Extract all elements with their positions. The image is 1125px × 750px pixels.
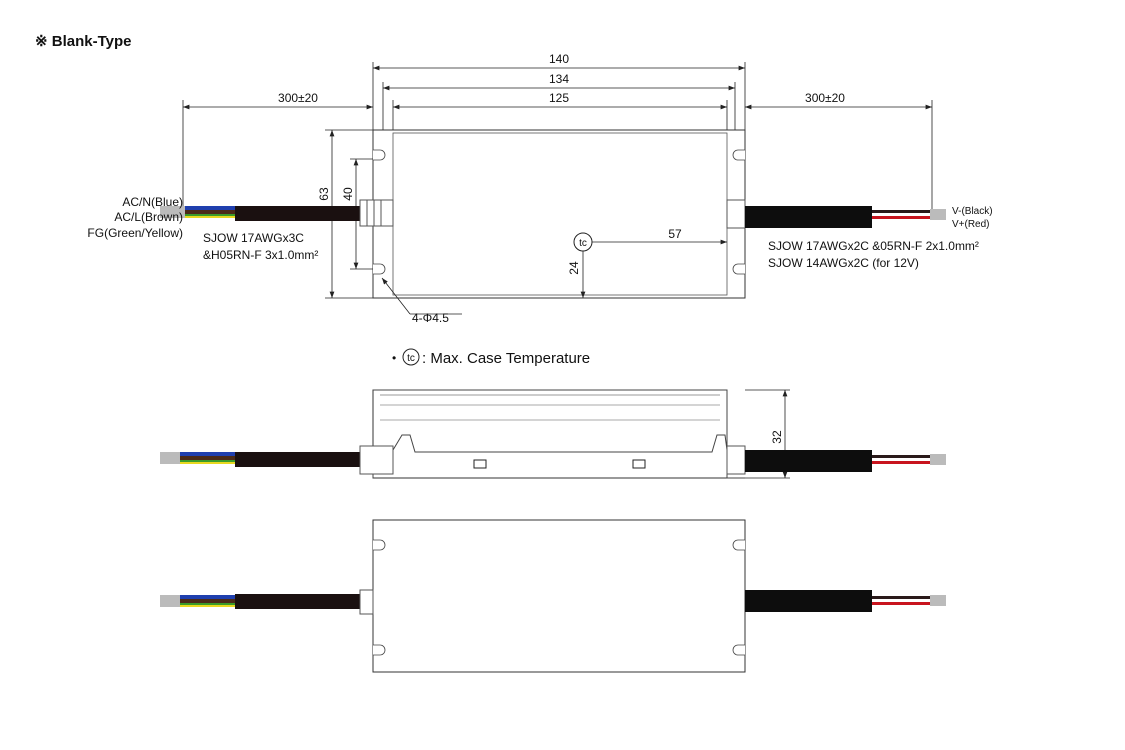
wire-label-v-minus: V-(Black) — [952, 206, 993, 217]
svg-text:tc: tc — [407, 353, 415, 364]
tc-legend: • tc : Max. Case Temperature — [392, 348, 590, 367]
wire-label-fg: FG(Green/Yellow) — [87, 226, 183, 240]
dim-140-label: 140 — [549, 52, 569, 66]
legend-text: : Max. Case Temperature — [422, 350, 590, 367]
dim-40-label: 40 — [341, 187, 355, 201]
tc-symbol-label: tc — [579, 238, 587, 249]
wire-label-v-plus: V+(Red) — [952, 219, 990, 230]
mounting-holes-label: 4-Φ4.5 — [412, 311, 449, 325]
diagram-title: ※ Blank-Type — [35, 33, 131, 50]
dim-output-cable-label: 300±20 — [805, 91, 845, 105]
input-cable-spec-2: &H05RN-F 3x1.0mm² — [203, 248, 318, 262]
dim-125-label: 125 — [549, 91, 569, 105]
dim-134-label: 134 — [549, 72, 569, 86]
dim-57-label: 57 — [668, 227, 682, 241]
input-cable-spec-1: SJOW 17AWGx3C — [203, 231, 304, 245]
output-cable-spec-2: SJOW 14AWGx2C (for 12V) — [768, 256, 919, 270]
top-view: 140 134 125 300±20 300±20 63 40 tc 57 — [87, 52, 992, 325]
dim-input-cable-label: 300±20 — [278, 91, 318, 105]
dim-32-label: 32 — [770, 430, 784, 444]
dim-63-label: 63 — [317, 187, 331, 201]
svg-text:•: • — [392, 351, 396, 365]
input-cable — [160, 199, 394, 227]
bottom-view — [160, 519, 946, 673]
case-outline — [372, 129, 746, 299]
output-cable-spec-1: SJOW 17AWGx2C &05RN-F 2x1.0mm² — [768, 239, 979, 253]
mounting-slots — [373, 149, 745, 275]
dim-24-label: 24 — [567, 261, 581, 275]
side-view: 32 — [160, 389, 946, 479]
wire-label-ac-l: AC/L(Brown) — [114, 210, 183, 224]
wire-label-ac-n: AC/N(Blue) — [122, 195, 183, 209]
output-cable — [726, 199, 946, 229]
